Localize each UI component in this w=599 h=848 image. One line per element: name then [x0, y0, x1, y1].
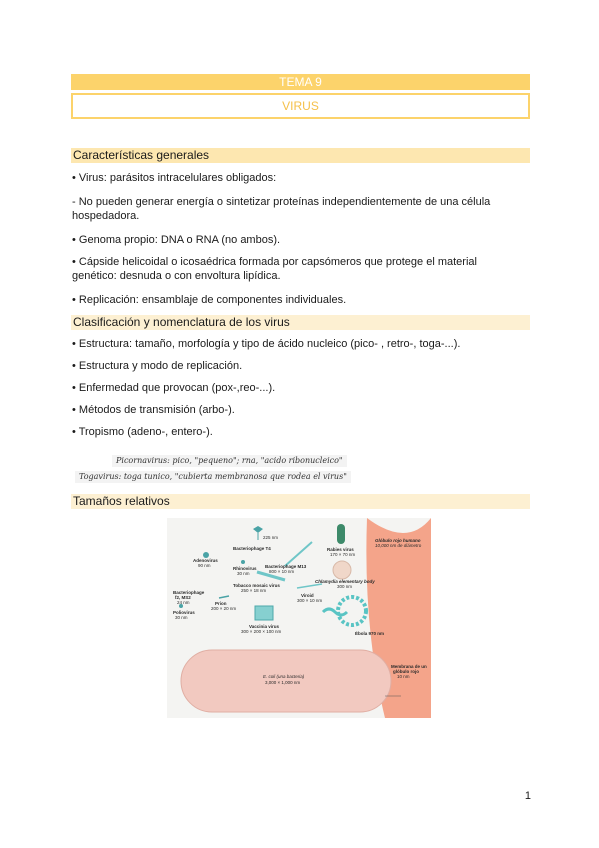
f2-label: Bacteriophage: [173, 590, 205, 595]
chlamydia-label: Chlamydia elementary body: [315, 579, 375, 584]
tmv-size-label: 250 × 18 nm: [241, 588, 266, 593]
polio-label: Poliovirus: [173, 610, 195, 615]
f2-label-b: f2, MS2: [175, 595, 191, 600]
tmv-label: Tobacco mosaic virus: [233, 583, 280, 588]
section-heading-sizes: Tamaños relativos: [71, 494, 530, 509]
page-title: VIRUS: [71, 93, 530, 119]
m13-size-label: 800 × 10 nm: [269, 569, 294, 574]
list-item: • Genoma propio: DNA o RNA (no ambos).: [72, 234, 281, 246]
list-item: • Estructura y modo de replicación.: [72, 360, 243, 372]
vaccinia-shape: [254, 605, 274, 621]
caption-togavirus: Togavirus: toga tunico, "cubierta membra…: [75, 471, 351, 483]
prion-size-label: 200 × 20 nm: [211, 606, 236, 611]
chlamydia-size-label: 300 nm: [337, 584, 352, 589]
t4-shape: [253, 526, 263, 533]
rabies-label: Rabies virus: [327, 547, 354, 552]
t4-label: Bacteriophage T4: [233, 546, 271, 551]
topic-band: TEMA 9: [71, 74, 530, 90]
list-item: • Enfermedad que provocan (pox-,reo-...)…: [72, 382, 276, 394]
list-item: • Replicación: ensamblaje de componentes…: [72, 294, 347, 306]
ecoli-size-label: 3,000 × 1,000 nm: [265, 680, 300, 685]
caption-picornavirus: Picornavirus: pico, "pequeno"; rna, "aci…: [112, 455, 347, 467]
membrane-label-b: glóbulo rojo: [393, 669, 419, 674]
rhino-shape: [241, 560, 245, 564]
section-heading-general: Características generales: [71, 148, 530, 163]
rabies-size-label: 170 × 70 nm: [330, 552, 355, 557]
rbc-label: Glóbulo rojo humano: [375, 538, 421, 543]
viroid-label: Viroid: [301, 593, 314, 598]
ebola-ring-shape: [336, 595, 368, 627]
t4-size-label: 225 nm: [263, 535, 278, 540]
page-number: 1: [524, 790, 531, 802]
prion-label: Prion: [215, 601, 227, 606]
membrane-size-label: 10 nm: [397, 674, 410, 679]
section-heading-classification: Clasificación y nomenclatura de los viru…: [71, 315, 530, 330]
list-item: • Métodos de transmisión (arbo-).: [72, 404, 235, 416]
f2-size-label: 24 nm: [177, 600, 190, 605]
adeno-label: Adenovirus: [193, 558, 218, 563]
m13-shape: [284, 541, 313, 567]
membrane-label: Membrana de un: [391, 664, 427, 669]
polio-size-label: 30 nm: [175, 615, 188, 620]
adeno-shape: [203, 552, 209, 558]
viroid-shape: [296, 583, 323, 589]
rhino-size-label: 30 nm: [237, 571, 250, 576]
vaccinia-size-label: 300 × 200 × 100 nm: [241, 629, 282, 634]
prion-shape: [218, 595, 230, 599]
rbc-size-label: 10,000 nm de diámetro: [375, 543, 422, 548]
vaccinia-label: Vaccinia virus: [249, 624, 280, 629]
rabies-shape: [337, 524, 345, 544]
m13-label: Bacteriophage M13: [265, 564, 307, 569]
ebola-label: Ébola 970 nm: [355, 629, 384, 636]
list-item: • Virus: parásitos intracelulares obliga…: [72, 172, 277, 184]
ecoli-label: E. coli (una bacteria): [263, 674, 305, 679]
list-item: • Estructura: tamaño, morfología y tipo …: [72, 338, 461, 350]
chlamydia-shape: [332, 560, 352, 580]
tmv-shape: [256, 570, 286, 582]
list-item: - No pueden generar energía o sintetizar…: [72, 196, 491, 222]
rhino-label: Rhinovirus: [233, 566, 257, 571]
ecoli-shape: [180, 649, 392, 713]
list-item: • Cápside helicoidal o icosaédrica forma…: [72, 256, 477, 282]
relative-sizes-figure: 225 nm Bacteriophage T4 Adenovirus 90 nm…: [167, 518, 431, 718]
adeno-size-label: 90 nm: [198, 563, 211, 568]
viroid-size-label: 300 × 10 nm: [297, 598, 322, 603]
polio-shape: [179, 604, 183, 608]
list-item: • Tropismo (adeno-, entero-).: [72, 426, 213, 438]
